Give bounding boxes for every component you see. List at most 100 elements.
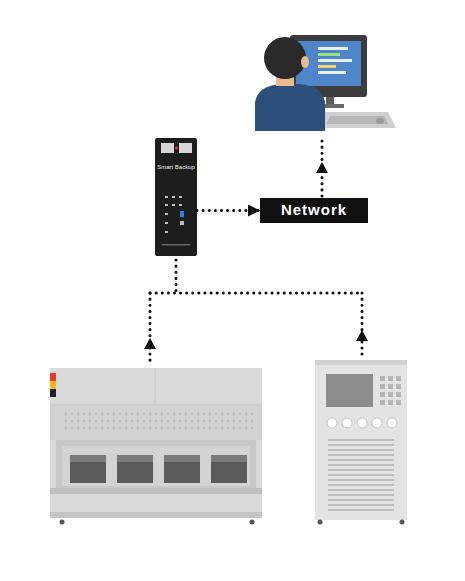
device-panel [165,196,168,198]
connector-group [197,210,260,211]
dotted-wire [175,260,178,293]
workstation-illustration [318,112,396,128]
workstation-illustration [264,37,306,79]
cabinet-illustration [388,392,393,397]
machine-illustration [60,520,65,525]
arrow-head [316,162,328,173]
cabinet-illustration [328,479,394,480]
cabinet-illustration [328,464,394,465]
workstation-illustration [376,118,384,124]
cabinet-illustration [380,384,385,389]
cabinet-illustration [328,494,394,495]
cabinet-illustration [328,504,394,505]
machine-illustration [62,446,250,486]
cabinet-illustration [380,376,385,381]
device-panel [180,221,184,225]
device-panel [162,244,190,246]
machine-illustration [50,389,56,397]
cabinet-illustration [328,439,394,440]
cabinet-illustration [396,384,401,389]
workstation-illustration [318,65,336,68]
machine-illustration [70,455,106,483]
cabinet-illustration [328,474,394,475]
dotted-wire [150,292,362,295]
device-panel [175,146,178,149]
cabinet-illustration [328,484,394,485]
workstation-illustration [318,71,346,74]
cabinet-illustration [326,374,373,407]
network-box: Network [260,198,368,223]
cabinet-illustration [388,376,393,381]
workstation-illustration [255,35,396,131]
cabinet-illustration [328,440,394,510]
workstation-illustration [318,53,340,56]
cabinet-illustration [357,418,367,428]
cabinet-illustration [342,418,352,428]
cabinet-illustration [315,360,407,525]
machine-illustration [250,520,255,525]
device-panel [180,211,184,217]
workstation-illustration [301,56,309,68]
cabinet-illustration [328,509,394,510]
machine-illustration [50,368,262,518]
machine-illustration [50,512,262,518]
machine-illustration [50,405,262,406]
workstation-illustration [318,47,348,50]
node-label: Smart Backup [157,164,195,171]
machine-illustration [164,455,200,462]
cabinet-illustration [396,400,401,405]
workstation-illustration [327,116,388,124]
machine-illustration [50,373,56,381]
machine-illustration [211,455,247,462]
cabinet-illustration [328,459,394,460]
cabinet-illustration [328,489,394,490]
dotted-wire [361,293,364,358]
cabinet-illustration [315,360,407,365]
cabinet-illustration [380,400,385,405]
cabinet-illustration [328,454,394,455]
device-panel [161,143,174,153]
device-panel [161,143,192,246]
device-panel [172,204,175,206]
cabinet-illustration [315,360,407,520]
device-panel [165,204,168,206]
cabinet-illustration [387,418,397,428]
machine-illustration [117,455,153,483]
node-label: Network [281,202,347,219]
cabinet-illustration [372,418,382,428]
dotted-wire [149,293,152,366]
machine-illustration [50,368,262,525]
cabinet-illustration [328,469,394,470]
device-panel [165,231,168,233]
cabinet-illustration [396,392,401,397]
device-panel [179,143,192,153]
machine-illustration [50,381,56,389]
cabinet-illustration [388,400,393,405]
dotted-connector [197,209,260,212]
cabinet-illustration [318,520,323,525]
machine-illustration [155,368,156,405]
machine-illustration [56,440,256,488]
cabinet-illustration [388,384,393,389]
cabinet-illustration [328,444,394,445]
device-panel [179,196,182,198]
backup-device: Smart Backup [155,138,197,256]
device-panel [165,222,168,224]
device-panel [165,213,168,215]
machine-illustration [211,455,247,483]
dotted-wire [150,136,362,366]
workstation-illustration [255,84,325,131]
machine-illustration [50,406,262,440]
workstation-illustration [318,59,352,62]
device-panel [172,196,175,198]
arrow-head [144,338,156,349]
cabinet-illustration [396,376,401,381]
cabinet-illustration [328,449,394,450]
machine-illustration [164,455,200,483]
cabinet-illustration [380,392,385,397]
